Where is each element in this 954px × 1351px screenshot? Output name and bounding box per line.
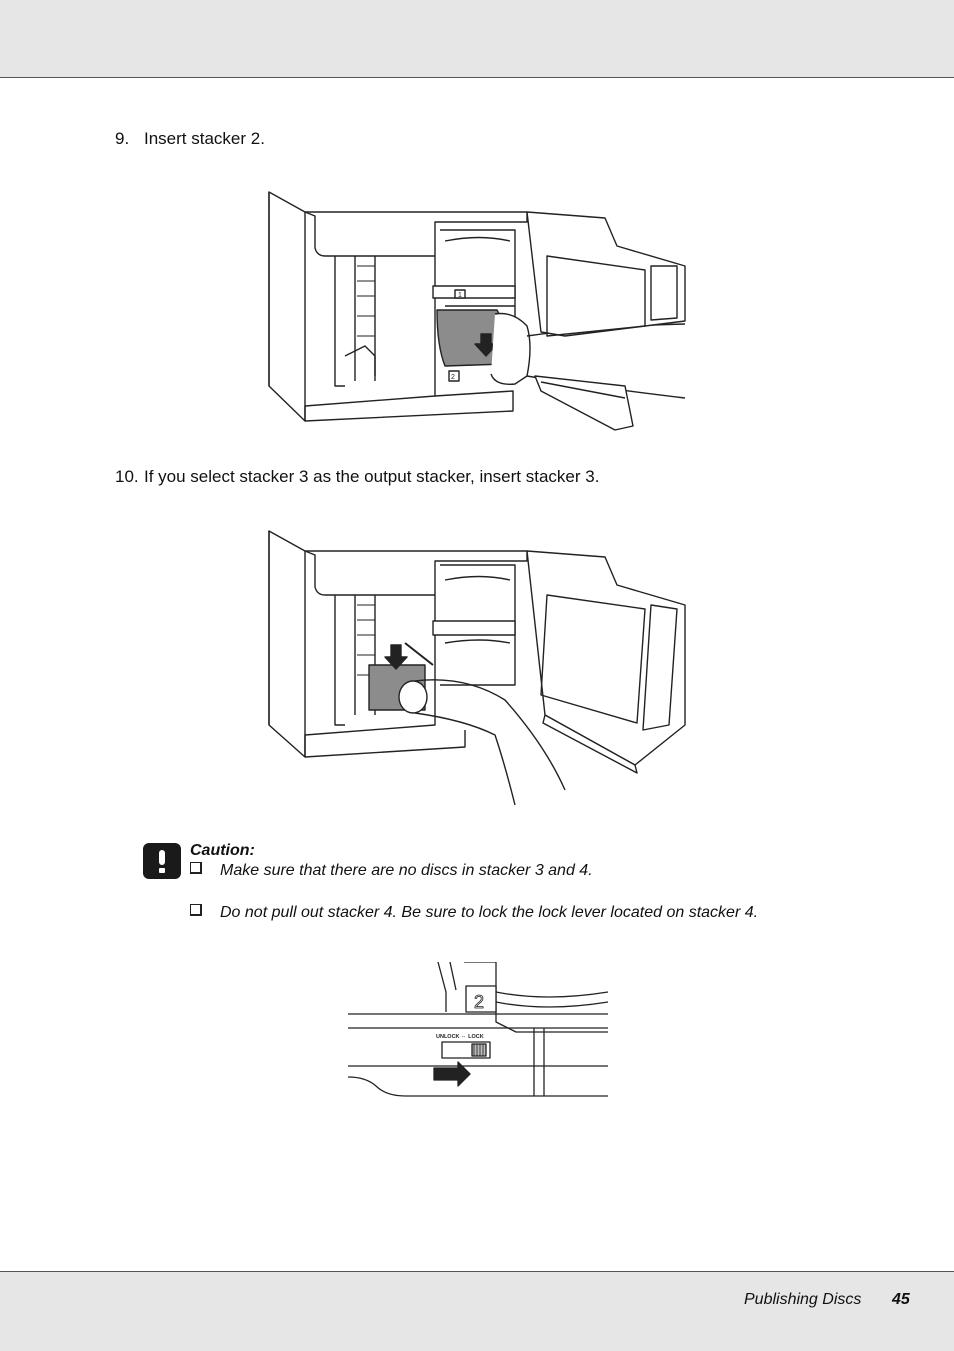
stacker-number-label: 2 bbox=[474, 992, 484, 1012]
step-number: 9. bbox=[115, 129, 130, 148]
step-number: 10. bbox=[115, 467, 139, 486]
checkbox-bullet-icon bbox=[190, 904, 202, 916]
caution-item: Make sure that there are no discs in sta… bbox=[190, 862, 593, 880]
page-number: 45 bbox=[892, 1291, 910, 1308]
caution-title: Caution: bbox=[190, 842, 255, 859]
footer-section-title: Publishing Discs bbox=[744, 1291, 862, 1308]
caution-icon bbox=[143, 843, 181, 879]
checkbox-bullet-icon bbox=[190, 862, 202, 874]
page-header-band bbox=[0, 0, 954, 78]
step-text: If you select stacker 3 as the output st… bbox=[144, 467, 600, 486]
figure-insert-stacker-3 bbox=[268, 530, 686, 806]
step-10: 10. If you select stacker 3 as the output… bbox=[115, 467, 599, 487]
lock-lever-label: UNLOCK ⇔ LOCK bbox=[436, 1034, 484, 1040]
step-9: 9. Insert stacker 2. bbox=[115, 129, 265, 149]
step-text: Insert stacker 2. bbox=[144, 129, 265, 148]
page-footer-band bbox=[0, 1271, 954, 1351]
caution-item-text: Do not pull out stacker 4. Be sure to lo… bbox=[220, 904, 759, 921]
caution-item-text: Make sure that there are no discs in sta… bbox=[220, 862, 593, 879]
figure-insert-stacker-2: 1 2 bbox=[268, 191, 686, 431]
stacker-label-2: 2 bbox=[451, 374, 455, 381]
figure-lock-lever: 2 UNLOCK ⇔ LOCK bbox=[347, 962, 609, 1097]
stacker-label-1: 1 bbox=[458, 292, 462, 299]
caution-item: Do not pull out stacker 4. Be sure to lo… bbox=[190, 904, 758, 922]
